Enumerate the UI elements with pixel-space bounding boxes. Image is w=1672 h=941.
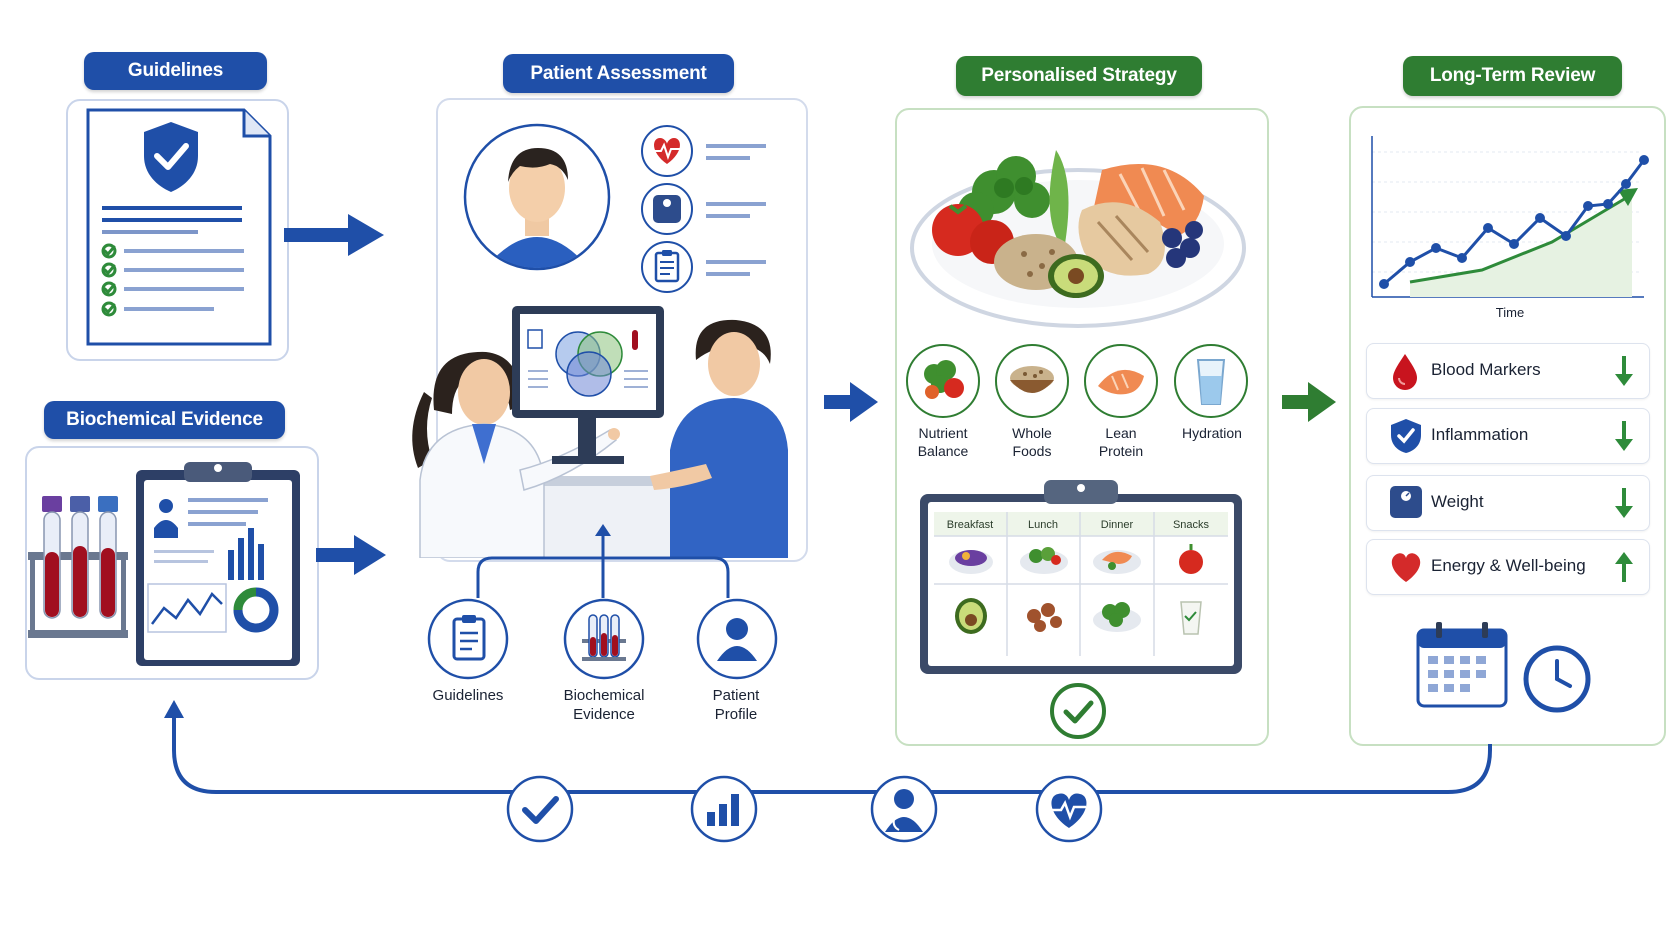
feedback-loop-arrow xyxy=(164,700,1492,794)
trend-down-arrow-icon xyxy=(1615,356,1633,386)
heartbeat-icon xyxy=(1035,775,1103,843)
principle-label-hydration: Hydration xyxy=(1182,425,1242,441)
biochemical-input-icon xyxy=(563,598,645,680)
trend-down-arrow-icon xyxy=(1615,421,1633,451)
meal-column-lunch: Lunch xyxy=(1028,519,1058,531)
trend-up-arrow-icon xyxy=(1615,552,1633,582)
meal-column-dinner: Dinner xyxy=(1100,519,1134,531)
biochemical-evidence-title: Biochemical Evidence xyxy=(44,401,285,439)
outcome-label: Energy & Well-being xyxy=(1431,556,1586,575)
arrow-strategy-to-review xyxy=(1282,382,1336,422)
consultation-scene xyxy=(412,306,788,558)
scale-icon xyxy=(641,183,693,235)
bar-chart-icon xyxy=(690,775,758,843)
guidelines-title: Guidelines xyxy=(84,52,267,90)
outcome-row-weight: Weight xyxy=(1366,475,1650,531)
patient-avatar xyxy=(463,123,611,271)
outcome-label: Blood Markers xyxy=(1431,360,1541,379)
scale-icon xyxy=(1390,486,1422,518)
clock-icon xyxy=(1523,645,1591,713)
assessment-text-lines xyxy=(706,144,766,276)
test-tubes-icon xyxy=(28,496,128,638)
outcome-row-energy: Energy & Well-being xyxy=(1366,539,1650,595)
heart-icon xyxy=(1391,553,1421,582)
guidelines-document-icon xyxy=(86,108,272,346)
nutrient-balance-icon xyxy=(906,344,980,418)
calendar-icon xyxy=(1416,622,1508,708)
progress-chart xyxy=(1371,136,1649,298)
arrow-guidelines-to-assessment xyxy=(284,214,384,256)
healthy-plate-icon xyxy=(910,150,1246,328)
arrow-evidence-to-assessment xyxy=(316,535,386,575)
inputs-connector xyxy=(476,524,730,598)
clipboard-report-icon xyxy=(136,462,300,666)
outcome-label: Inflammation xyxy=(1431,425,1529,444)
arrow-assessment-to-strategy xyxy=(824,382,878,422)
meal-column-snacks: Snacks xyxy=(1172,519,1210,531)
outcome-row-blood-markers: Blood Markers xyxy=(1366,343,1650,399)
lean-protein-icon xyxy=(1084,344,1158,418)
outcome-row-inflammation: Inflammation xyxy=(1366,408,1650,464)
chart-x-axis-label: Time xyxy=(1495,305,1525,320)
hydration-icon xyxy=(1174,344,1248,418)
trend-down-arrow-icon xyxy=(1615,488,1633,518)
guidelines-input-icon xyxy=(427,598,509,680)
heartbeat-icon xyxy=(641,125,693,177)
personalised-strategy-title: Personalised Strategy xyxy=(956,56,1202,96)
patient-assessment-title: Patient Assessment xyxy=(503,54,734,93)
whole-foods-icon xyxy=(995,344,1069,418)
meal-column-breakfast: Breakfast xyxy=(946,519,994,531)
blood-drop-icon xyxy=(1393,354,1417,390)
input-label-guidelines: Guidelines xyxy=(432,687,504,704)
shield-check-icon xyxy=(1391,419,1421,453)
patient-profile-input-icon xyxy=(696,598,778,680)
meal-plan-clipboard xyxy=(920,480,1242,674)
long-term-review-title: Long-Term Review xyxy=(1403,56,1622,96)
clipboard-icon xyxy=(641,241,693,293)
doctor-icon xyxy=(870,775,938,843)
outcome-label: Weight xyxy=(1431,492,1484,511)
plan-approved-check-icon xyxy=(1050,683,1106,739)
checkmark-icon xyxy=(506,775,574,843)
